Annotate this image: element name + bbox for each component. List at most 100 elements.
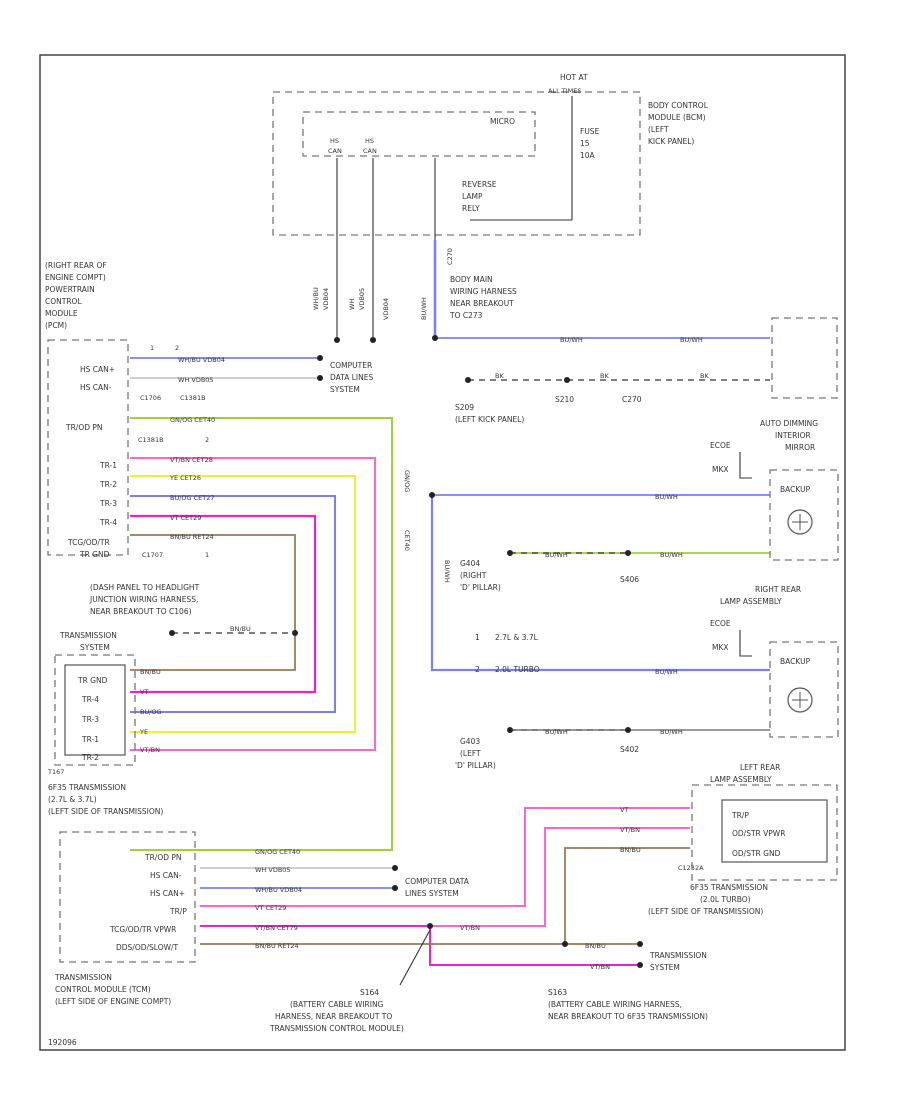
backup2-filament-icon xyxy=(792,692,808,708)
body-main-1: BODY MAIN xyxy=(450,275,493,284)
pcm-name-1: (RIGHT REAR OF xyxy=(45,261,107,270)
dash-harness-3: NEAR BREAKOUT TO C106) xyxy=(90,607,192,616)
s210-dot xyxy=(564,377,570,383)
comp-data-2: DATA LINES xyxy=(330,373,373,382)
lr-lamp-2: LAMP ASSEMBLY xyxy=(710,775,772,784)
trans-range-2: (2.7L & 3.7L) xyxy=(48,795,97,804)
pcm-tr4: TR-4 xyxy=(99,518,117,527)
tcm-tcg-wire-label: VT/BN CET79 xyxy=(255,924,298,932)
tsw-wire-ye: YE xyxy=(139,728,148,736)
lr-gnd-label-2: BU/WH xyxy=(660,728,683,736)
tcm-dds-wire-2 xyxy=(564,847,690,944)
backup2-bulb-icon xyxy=(787,687,813,713)
s164-dot xyxy=(427,923,433,929)
bcm-name-1: BODY CONTROL xyxy=(648,101,709,110)
tcm-tcg-wire xyxy=(200,925,640,966)
t167-label: T167 xyxy=(47,768,64,776)
c1706-label: C1706 xyxy=(140,394,161,402)
trans-sys2-dot-a xyxy=(637,941,643,947)
bcm-hs-minus-dot xyxy=(370,337,376,343)
trsw-3: TR-3 xyxy=(81,715,99,724)
rr-lamp-box xyxy=(769,469,839,561)
bcm-rev-3: RELY xyxy=(462,204,480,213)
ecoe-label: ECOE xyxy=(710,441,731,450)
trans-range-3: (LEFT SIDE OF TRANSMISSION) xyxy=(48,807,163,816)
s164-3: HARNESS, NEAR BREAKOUT TO xyxy=(275,1012,392,1021)
rev-module-box xyxy=(771,317,838,399)
body-main-3: NEAR BREAKOUT xyxy=(450,299,514,308)
dash-harness-1: (DASH PANEL TO HEADLIGHT xyxy=(90,583,200,592)
tcm-trp-wire-label: VT CET29 xyxy=(255,904,286,912)
bcm-micro-label: MICRO xyxy=(490,117,515,126)
tcm-trod: TR/OD PN xyxy=(144,853,182,862)
s164-4: TRANSMISSION CONTROL MODULE) xyxy=(269,1024,404,1033)
vert-c270-label: C270 xyxy=(446,248,454,265)
tsw-wire-vtbn: VT/BN xyxy=(140,746,160,754)
tcm-dds: DDS/OD/SLOW/T xyxy=(116,943,179,952)
bcm-hot2-label: ALL TIMES xyxy=(548,87,581,95)
trans-sys-dot xyxy=(169,630,175,636)
c1381b2-label: C1381B xyxy=(138,436,164,444)
tcm-hsm-dot xyxy=(392,865,398,871)
vert-label-7: GN/OG xyxy=(403,470,411,492)
tsw-wire-vt: VT xyxy=(140,688,148,696)
opt-2: 2.0L TURBO xyxy=(495,665,540,674)
t6f-1: 6F35 TRANSMISSION xyxy=(690,883,768,892)
tr1-wire-label: VT/BN CET28 xyxy=(170,456,213,464)
pcm-pin-2: 2 xyxy=(175,344,179,352)
tcm-r3-label: BN/BU xyxy=(585,942,606,950)
mkx2-label: MKX xyxy=(712,643,729,652)
tcm-hsp-wire-label: WH/BU VDB04 xyxy=(255,886,302,894)
tcm-r4-label: BN/BU xyxy=(620,846,641,854)
opt-1: 2.7L & 3.7L xyxy=(495,633,539,642)
pcm-name-4: CONTROL xyxy=(45,297,82,306)
c270-label: C270 xyxy=(622,395,642,404)
bcm-hs1b-label: CAN xyxy=(328,147,342,155)
trans-sys-1: TRANSMISSION xyxy=(59,631,117,640)
trgnd-wire-label: BN/BU RET24 xyxy=(170,533,214,541)
pcm-trgnd2: TR GND xyxy=(79,550,110,559)
s209b-label: (LEFT KICK PANEL) xyxy=(455,415,524,424)
s402-dot xyxy=(625,727,631,733)
pcm-name-6: (PCM) xyxy=(45,321,67,330)
g403-1: G403 xyxy=(460,737,480,746)
trans-sys-2: SYSTEM xyxy=(80,643,110,652)
tcm-r2-label: VT/BN xyxy=(460,924,480,932)
tr2-wire xyxy=(130,475,356,733)
tr4-wire-label: VT CET29 xyxy=(170,514,201,522)
vert-label-1: WH/BU xyxy=(312,287,320,310)
bcm-name-3: (LEFT xyxy=(648,125,669,134)
lr-mod-3: OD/STR GND xyxy=(732,849,781,858)
ecoe-wire xyxy=(739,452,752,479)
opt-n2: 2 xyxy=(475,665,480,674)
trans-sys-4: SYSTEM xyxy=(650,963,680,972)
rev-blue-main xyxy=(430,495,770,672)
g403-3: 'D' PILLAR) xyxy=(455,761,496,770)
pcm-tr2: TR-2 xyxy=(99,480,117,489)
trans-range-1: 6F35 TRANSMISSION xyxy=(48,783,126,792)
tcm-name-3: (LEFT SIDE OF ENGINE COMPT) xyxy=(55,997,171,1006)
comp-data-3: SYSTEM xyxy=(330,385,360,394)
t6f-box xyxy=(691,784,838,881)
s163-2: (BATTERY CABLE WIRING HARNESS, xyxy=(548,1000,682,1009)
lr-mod-2: OD/STR VPWR xyxy=(732,829,785,838)
vert-label-3: WH xyxy=(348,299,356,310)
s402-label: S402 xyxy=(620,745,639,754)
gnd-wire-label-1: BK xyxy=(495,372,504,380)
bcm-fuse-2: 15 xyxy=(580,139,590,148)
g404-3: 'D' PILLAR) xyxy=(460,583,501,592)
rev-wire-label-3: BU/WH xyxy=(655,493,678,501)
tsw-wire-bn: BN/BU xyxy=(140,668,161,676)
trsw-gnd: TR GND xyxy=(77,676,108,685)
pcm-tr3: TR-3 xyxy=(99,499,117,508)
trans-range-box xyxy=(54,654,136,766)
tcm-hsm: HS CAN- xyxy=(150,871,182,880)
s406-label: S406 xyxy=(620,575,639,584)
c1381b-label: C1381B xyxy=(180,394,206,402)
pcm-tr1: TR-1 xyxy=(99,461,117,470)
pcm-hs-minus-dot xyxy=(317,375,323,381)
s210-label: S210 xyxy=(555,395,574,404)
s164-1: S164 xyxy=(360,988,379,997)
lr-gnd-label-1: BU/WH xyxy=(545,728,568,736)
diagram-frame xyxy=(39,54,846,1051)
